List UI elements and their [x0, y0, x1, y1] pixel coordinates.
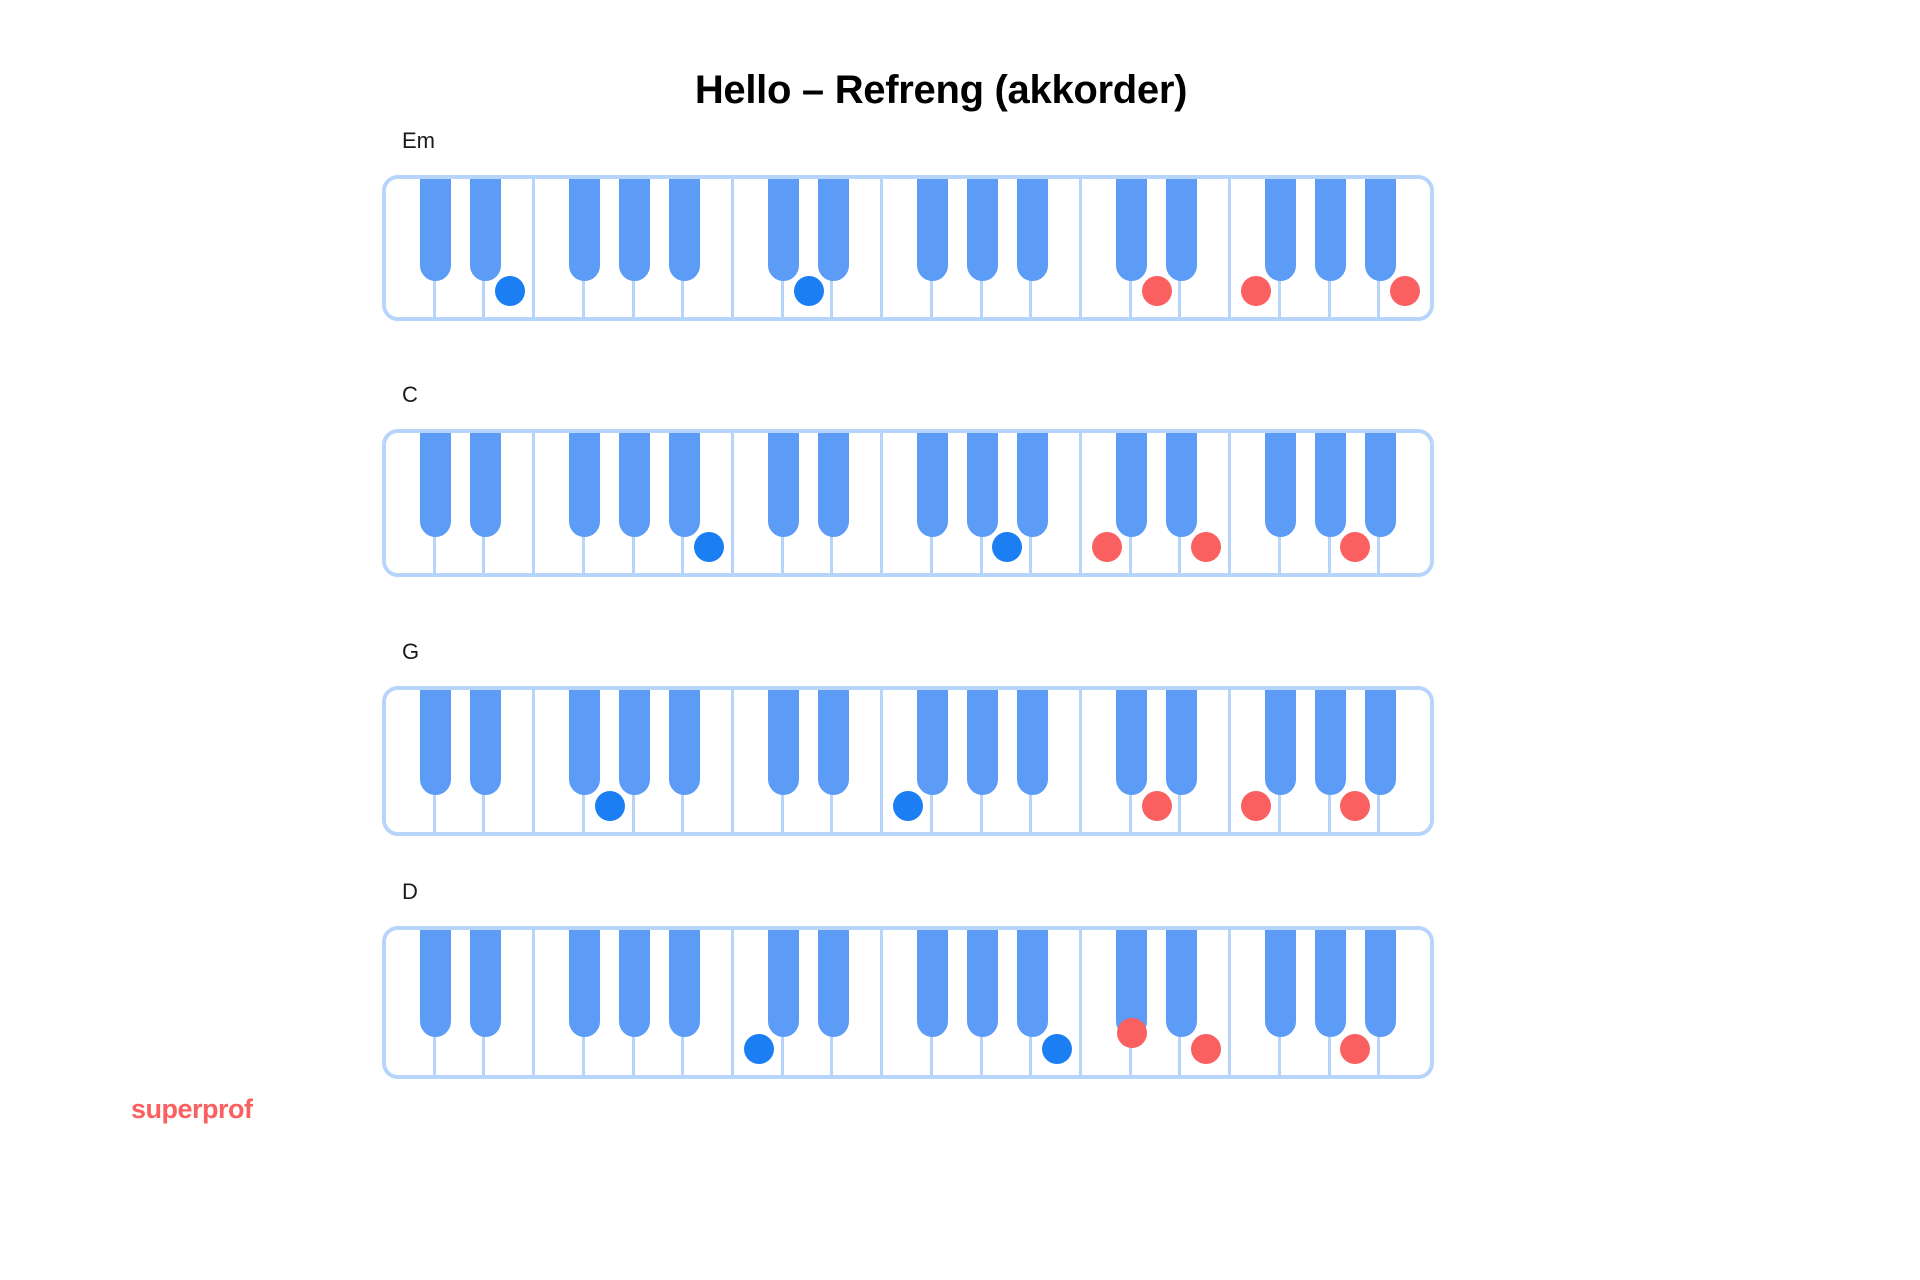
superprof-watermark: superprof — [131, 1094, 253, 1124]
right-hand-note-marker[interactable] — [1340, 532, 1371, 562]
black-key[interactable] — [1315, 690, 1346, 795]
black-key[interactable] — [420, 433, 452, 537]
black-key[interactable] — [619, 433, 650, 537]
right-hand-note-marker[interactable] — [1390, 276, 1421, 306]
black-key[interactable] — [818, 179, 849, 282]
black-key[interactable] — [768, 433, 800, 537]
right-hand-note-marker[interactable] — [1141, 791, 1172, 821]
right-hand-note-marker[interactable] — [1340, 791, 1371, 821]
right-hand-note-marker[interactable] — [1241, 791, 1271, 821]
black-key[interactable] — [1016, 930, 1048, 1038]
black-key[interactable] — [1016, 433, 1048, 537]
black-key[interactable] — [569, 690, 601, 795]
black-key[interactable] — [470, 930, 501, 1038]
black-key[interactable] — [1016, 690, 1048, 795]
black-key[interactable] — [1265, 433, 1297, 537]
black-key[interactable] — [1265, 179, 1297, 282]
right-hand-note-marker[interactable] — [1340, 1034, 1371, 1064]
black-key[interactable] — [470, 179, 501, 282]
black-key[interactable] — [917, 179, 949, 282]
black-key[interactable] — [917, 690, 949, 795]
black-key[interactable] — [967, 433, 998, 537]
black-key[interactable] — [917, 930, 949, 1038]
chord-label: D — [402, 879, 418, 904]
right-hand-note-marker[interactable] — [1191, 532, 1222, 562]
black-key[interactable] — [1116, 433, 1148, 537]
black-key[interactable] — [768, 930, 800, 1038]
black-key[interactable] — [967, 930, 998, 1038]
right-hand-note-marker[interactable] — [1116, 1018, 1147, 1049]
left-hand-note-marker[interactable] — [793, 276, 824, 306]
chord-label: G — [402, 639, 420, 664]
left-hand-note-marker[interactable] — [992, 532, 1023, 562]
black-key[interactable] — [420, 690, 452, 795]
black-key[interactable] — [569, 433, 601, 537]
left-hand-note-marker[interactable] — [495, 276, 526, 306]
black-key[interactable] — [818, 690, 849, 795]
piano-keyboard[interactable] — [382, 175, 1434, 321]
right-hand-note-marker[interactable] — [1141, 276, 1172, 306]
black-key[interactable] — [668, 179, 700, 282]
black-key[interactable] — [768, 179, 800, 282]
black-key[interactable] — [1166, 433, 1197, 537]
black-key[interactable] — [1315, 179, 1346, 282]
right-hand-note-marker[interactable] — [1091, 532, 1122, 562]
piano-keyboard[interactable] — [382, 686, 1434, 836]
black-key[interactable] — [619, 690, 650, 795]
black-key[interactable] — [1265, 930, 1297, 1038]
black-key[interactable] — [1364, 433, 1396, 537]
black-key[interactable] — [967, 179, 998, 282]
right-hand-note-marker[interactable] — [1241, 276, 1271, 306]
black-key[interactable] — [1166, 690, 1197, 795]
chord-label: Em — [402, 128, 435, 153]
black-key[interactable] — [420, 179, 452, 282]
black-key[interactable] — [619, 179, 650, 282]
black-key[interactable] — [470, 433, 501, 537]
black-key[interactable] — [470, 690, 501, 795]
right-hand-note-marker[interactable] — [1191, 1034, 1222, 1064]
black-key[interactable] — [967, 690, 998, 795]
black-key[interactable] — [917, 433, 949, 537]
black-key[interactable] — [818, 433, 849, 537]
black-key[interactable] — [818, 930, 849, 1038]
black-key[interactable] — [1265, 690, 1297, 795]
black-key[interactable] — [1364, 179, 1396, 282]
black-key[interactable] — [668, 690, 700, 795]
black-key[interactable] — [668, 930, 700, 1038]
black-key[interactable] — [1166, 179, 1197, 282]
piano-keyboard[interactable] — [382, 926, 1434, 1079]
left-hand-note-marker[interactable] — [743, 1034, 774, 1064]
black-key[interactable] — [569, 930, 601, 1038]
left-hand-note-marker[interactable] — [694, 532, 725, 562]
black-key[interactable] — [1364, 690, 1396, 795]
black-key[interactable] — [1016, 179, 1048, 282]
black-key[interactable] — [619, 930, 650, 1038]
page-title-text: Hello – Refreng (akkorder) — [694, 68, 1188, 112]
black-key[interactable] — [1166, 930, 1197, 1038]
left-hand-note-marker[interactable] — [1042, 1034, 1073, 1064]
black-key[interactable] — [668, 433, 700, 537]
black-key[interactable] — [1315, 433, 1346, 537]
piano-keyboard[interactable] — [382, 429, 1434, 577]
chord-label: C — [402, 382, 418, 407]
black-key[interactable] — [768, 690, 800, 795]
black-key[interactable] — [420, 930, 452, 1038]
left-hand-note-marker[interactable] — [594, 791, 625, 821]
page-title: Hello – Refreng (akkorder) — [0, 68, 1920, 113]
black-key[interactable] — [1116, 690, 1148, 795]
black-key[interactable] — [1315, 930, 1346, 1038]
left-hand-note-marker[interactable] — [893, 791, 923, 821]
black-key[interactable] — [1116, 179, 1148, 282]
black-key[interactable] — [1364, 930, 1396, 1038]
black-key[interactable] — [569, 179, 601, 282]
